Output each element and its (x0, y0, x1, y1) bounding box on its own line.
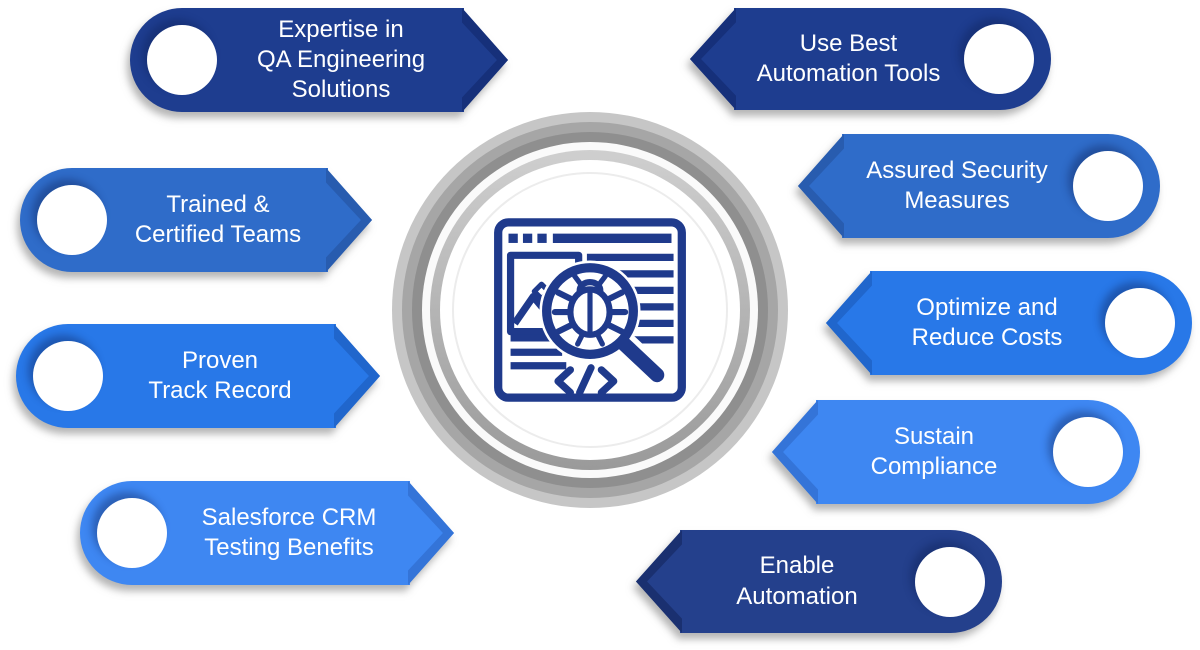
benefit-banner-expertise: Expertise in QA Engineering Solutions (130, 8, 508, 112)
banner-arrow-tip (826, 271, 872, 375)
benefit-banner-sustain-compliance: Sustain Compliance (772, 400, 1140, 504)
benefit-banner-track-record: Proven Track Record (16, 324, 380, 428)
banner-arrow-tip (798, 134, 844, 238)
banner-bullet-circle (33, 341, 103, 411)
banner-bullet-circle (1105, 288, 1175, 358)
banner-label: Salesforce CRM Testing Benefits (201, 503, 377, 561)
benefit-banner-trained-teams: Trained & Certified Teams (20, 168, 372, 272)
center-hub (392, 112, 788, 508)
code-glyph (554, 364, 618, 397)
banner-arrow-tip (462, 8, 508, 112)
benefit-banner-salesforce-crm: Salesforce CRM Testing Benefits (80, 481, 454, 585)
banner-arrow-tip (408, 481, 454, 585)
banner-bullet-circle (97, 498, 167, 568)
banner-label: Optimize and Reduce Costs (911, 293, 1063, 351)
banner-label: Use Best Automation Tools (756, 29, 941, 87)
benefit-banner-reduce-costs: Optimize and Reduce Costs (826, 271, 1192, 375)
banner-label: Proven Track Record (148, 346, 292, 404)
banner-bullet-circle (964, 24, 1034, 94)
banner-bullet-circle (1053, 417, 1123, 487)
banner-arrow-tip (690, 8, 736, 110)
banner-bullet-circle (147, 25, 217, 95)
banner-arrow-tip (772, 400, 818, 504)
banner-arrow-tip (636, 530, 682, 633)
banner-label: Expertise in QA Engineering Solutions (256, 15, 426, 104)
banner-label: Assured Security Measures (866, 156, 1048, 214)
banner-bullet-circle (37, 185, 107, 255)
banner-bullet-circle (1073, 151, 1143, 221)
banner-label: Enable Automation (736, 552, 858, 610)
benefit-banner-automation-tools: Use Best Automation Tools (690, 8, 1051, 110)
banner-label: Sustain Compliance (870, 422, 998, 480)
banner-arrow-tip (334, 324, 380, 428)
browser-bug-scan-magnifier-icon (494, 218, 686, 402)
banner-label: Trained & Certified Teams (134, 190, 302, 248)
banner-bullet-circle (915, 546, 985, 617)
benefit-banner-security-measures: Assured Security Measures (798, 134, 1160, 238)
benefit-banner-enable-automation: Enable Automation (636, 530, 1002, 633)
banner-arrow-tip (326, 168, 372, 272)
